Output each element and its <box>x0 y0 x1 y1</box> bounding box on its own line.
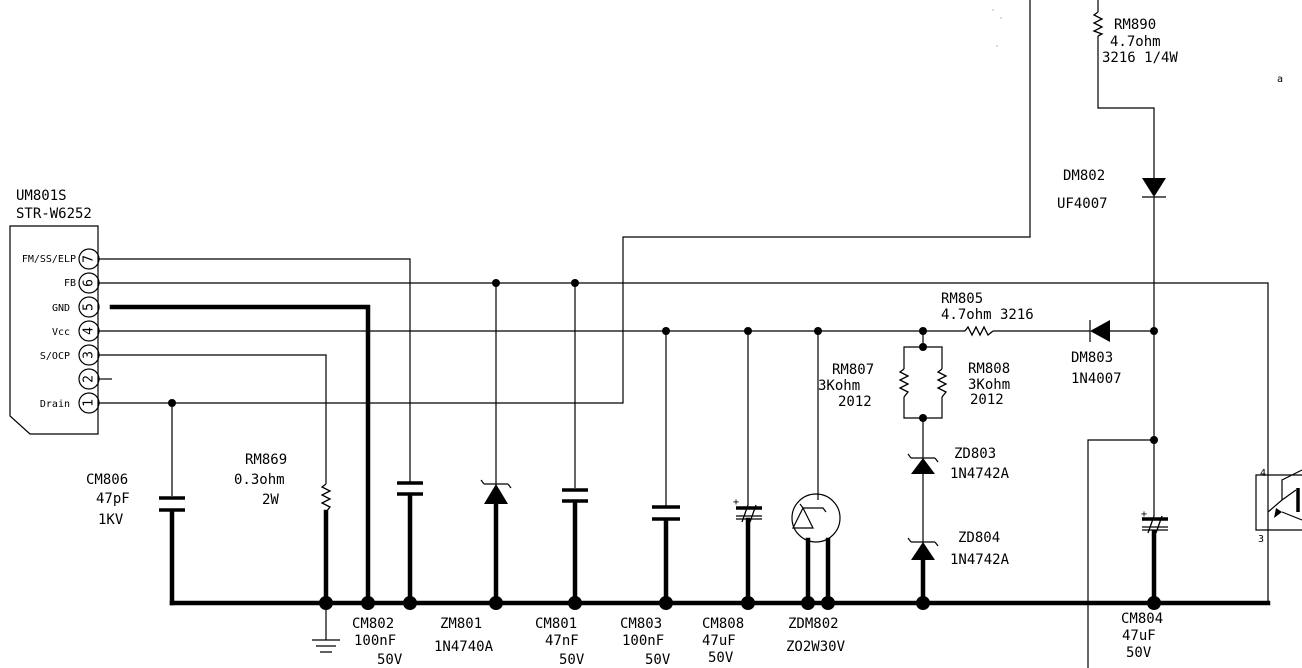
ic-pin-5-num: 5 <box>82 303 97 311</box>
rm807-ref: RM807 <box>832 362 874 378</box>
cm803-ref: CM803 <box>620 616 662 632</box>
cm802-value: 100nF <box>354 633 396 649</box>
ic-part-label: STR-W6252 <box>16 206 92 222</box>
rm808-spec: 2012 <box>970 392 1004 408</box>
junctions <box>168 279 1161 610</box>
rm808-ref: RM808 <box>968 361 1010 377</box>
zdm802-ref: ZDM802 <box>788 616 839 632</box>
capacitor-cm806: CM806 47pF 1KV <box>86 472 185 528</box>
cm801-spec: 50V <box>559 652 585 668</box>
cm802-ref: CM802 <box>352 616 394 632</box>
zd804-value: 1N4742A <box>950 552 1010 568</box>
optocoupler-pin-top: 4 <box>1260 468 1266 479</box>
cm806-ref: CM806 <box>86 472 128 488</box>
rm890-value: 4.7ohm <box>1110 34 1161 50</box>
resistor-rm869: RM869 0.3ohm 2W <box>234 452 332 513</box>
dm803-ref: DM803 <box>1071 350 1113 366</box>
zener-zm801: ZM801 1N4740A <box>434 479 512 655</box>
ic-pin-3-num: 3 <box>82 351 97 359</box>
capacitor-cm808: + CM808 47uF 50V <box>702 497 762 666</box>
rm890-ref: RM890 <box>1114 17 1156 33</box>
zm801-ref: ZM801 <box>440 616 482 632</box>
ic-body <box>9 225 99 435</box>
ground-symbol <box>312 639 340 653</box>
ic-pin-1-num: 1 <box>82 399 97 407</box>
diode-dm802: DM802 UF4007 <box>1057 168 1166 212</box>
faint-marks <box>992 9 1002 47</box>
cm803-value: 100nF <box>622 633 664 649</box>
cm806-value: 47pF <box>96 491 130 507</box>
zm801-value: 1N4740A <box>434 639 494 655</box>
zd803-ref: ZD803 <box>954 446 996 462</box>
capacitor-cm802: CM802 100nF 50V <box>352 481 423 668</box>
cm804-value: 47uF <box>1122 628 1156 644</box>
rm805-ref: RM805 <box>941 291 983 307</box>
ic-pin-4-num: 4 <box>82 327 97 335</box>
capacitor-cm803: CM803 100nF 50V <box>620 505 680 668</box>
rm869-value: 0.3ohm <box>234 472 285 488</box>
ic-pin-1-name: Drain <box>40 399 70 410</box>
resistor-rm808: RM808 3Kohm 2012 <box>936 361 1010 408</box>
stray-mark: a <box>1277 74 1283 85</box>
rm807-spec: 2012 <box>838 394 872 410</box>
cm802-spec: 50V <box>377 652 403 668</box>
cm804-spec: 50V <box>1126 645 1152 661</box>
zener-zdm802: ZDM802 ZO2W30V <box>786 493 846 655</box>
rm890-spec: 3216 1/4W <box>1102 50 1178 66</box>
rm805-value: 4.7ohm 3216 <box>941 307 1034 323</box>
capacitor-cm801: CM801 47nF 50V <box>535 488 588 668</box>
resistor-rm890: RM890 4.7ohm 3216 1/4W <box>1092 11 1178 66</box>
cm804-ref: CM804 <box>1121 611 1163 627</box>
ic-pin-3-name: S/OCP <box>40 351 70 362</box>
cm804-polarity: + <box>1141 509 1147 520</box>
zd804-ref: ZD804 <box>958 530 1000 546</box>
ground-bus <box>109 304 1271 653</box>
ic-pin-5-circle <box>78 296 100 318</box>
ic-um801s: UM801S STR-W6252 7 6 5 4 3 2 1 FM/SS/ELP… <box>9 188 100 435</box>
cm803-spec: 50V <box>645 652 671 668</box>
rm807-value: 3Kohm <box>818 378 860 394</box>
cm808-polarity: + <box>733 497 739 508</box>
resistor-rm807: RM807 3Kohm 2012 <box>818 362 910 410</box>
optocoupler: 4 3 <box>1255 468 1302 545</box>
ic-ref-label: UM801S <box>16 188 67 204</box>
diode-dm803: DM803 1N4007 <box>1071 320 1122 387</box>
cm808-spec: 50V <box>708 650 734 666</box>
capacitor-cm804: + CM804 47uF 50V <box>1121 509 1168 661</box>
ic-pin-7-num: 7 <box>82 255 97 263</box>
ic-pin-2-num: 2 <box>82 375 97 383</box>
cm808-value: 47uF <box>702 633 736 649</box>
cm801-ref: CM801 <box>535 616 577 632</box>
rm869-spec: 2W <box>262 492 279 508</box>
ic-pin-7-name: FM/SS/ELP <box>22 254 76 265</box>
dm802-ref: DM802 <box>1063 168 1105 184</box>
wires <box>99 0 1269 668</box>
resistor-rm805: RM805 4.7ohm 3216 <box>941 291 1034 337</box>
zd803-value: 1N4742A <box>950 466 1010 482</box>
zener-zd803: ZD803 1N4742A <box>907 446 1010 482</box>
rm808-value: 3Kohm <box>968 377 1010 393</box>
rm869-ref: RM869 <box>245 452 287 468</box>
cm801-value: 47nF <box>545 633 579 649</box>
ic-pin-6-name: FB <box>64 278 76 289</box>
ic-pin-6-num: 6 <box>82 279 97 287</box>
ic-pin-4-name: Vcc <box>52 327 70 338</box>
zener-zd804: ZD804 1N4742A <box>907 530 1010 568</box>
optocoupler-pin-bottom: 3 <box>1258 534 1264 545</box>
cm808-ref: CM808 <box>702 616 744 632</box>
ic-pin-5-name: GND <box>52 303 70 314</box>
dm803-value: 1N4007 <box>1071 371 1122 387</box>
zdm802-value: ZO2W30V <box>786 639 846 655</box>
cm806-spec: 1KV <box>98 512 124 528</box>
dm802-value: UF4007 <box>1057 196 1108 212</box>
